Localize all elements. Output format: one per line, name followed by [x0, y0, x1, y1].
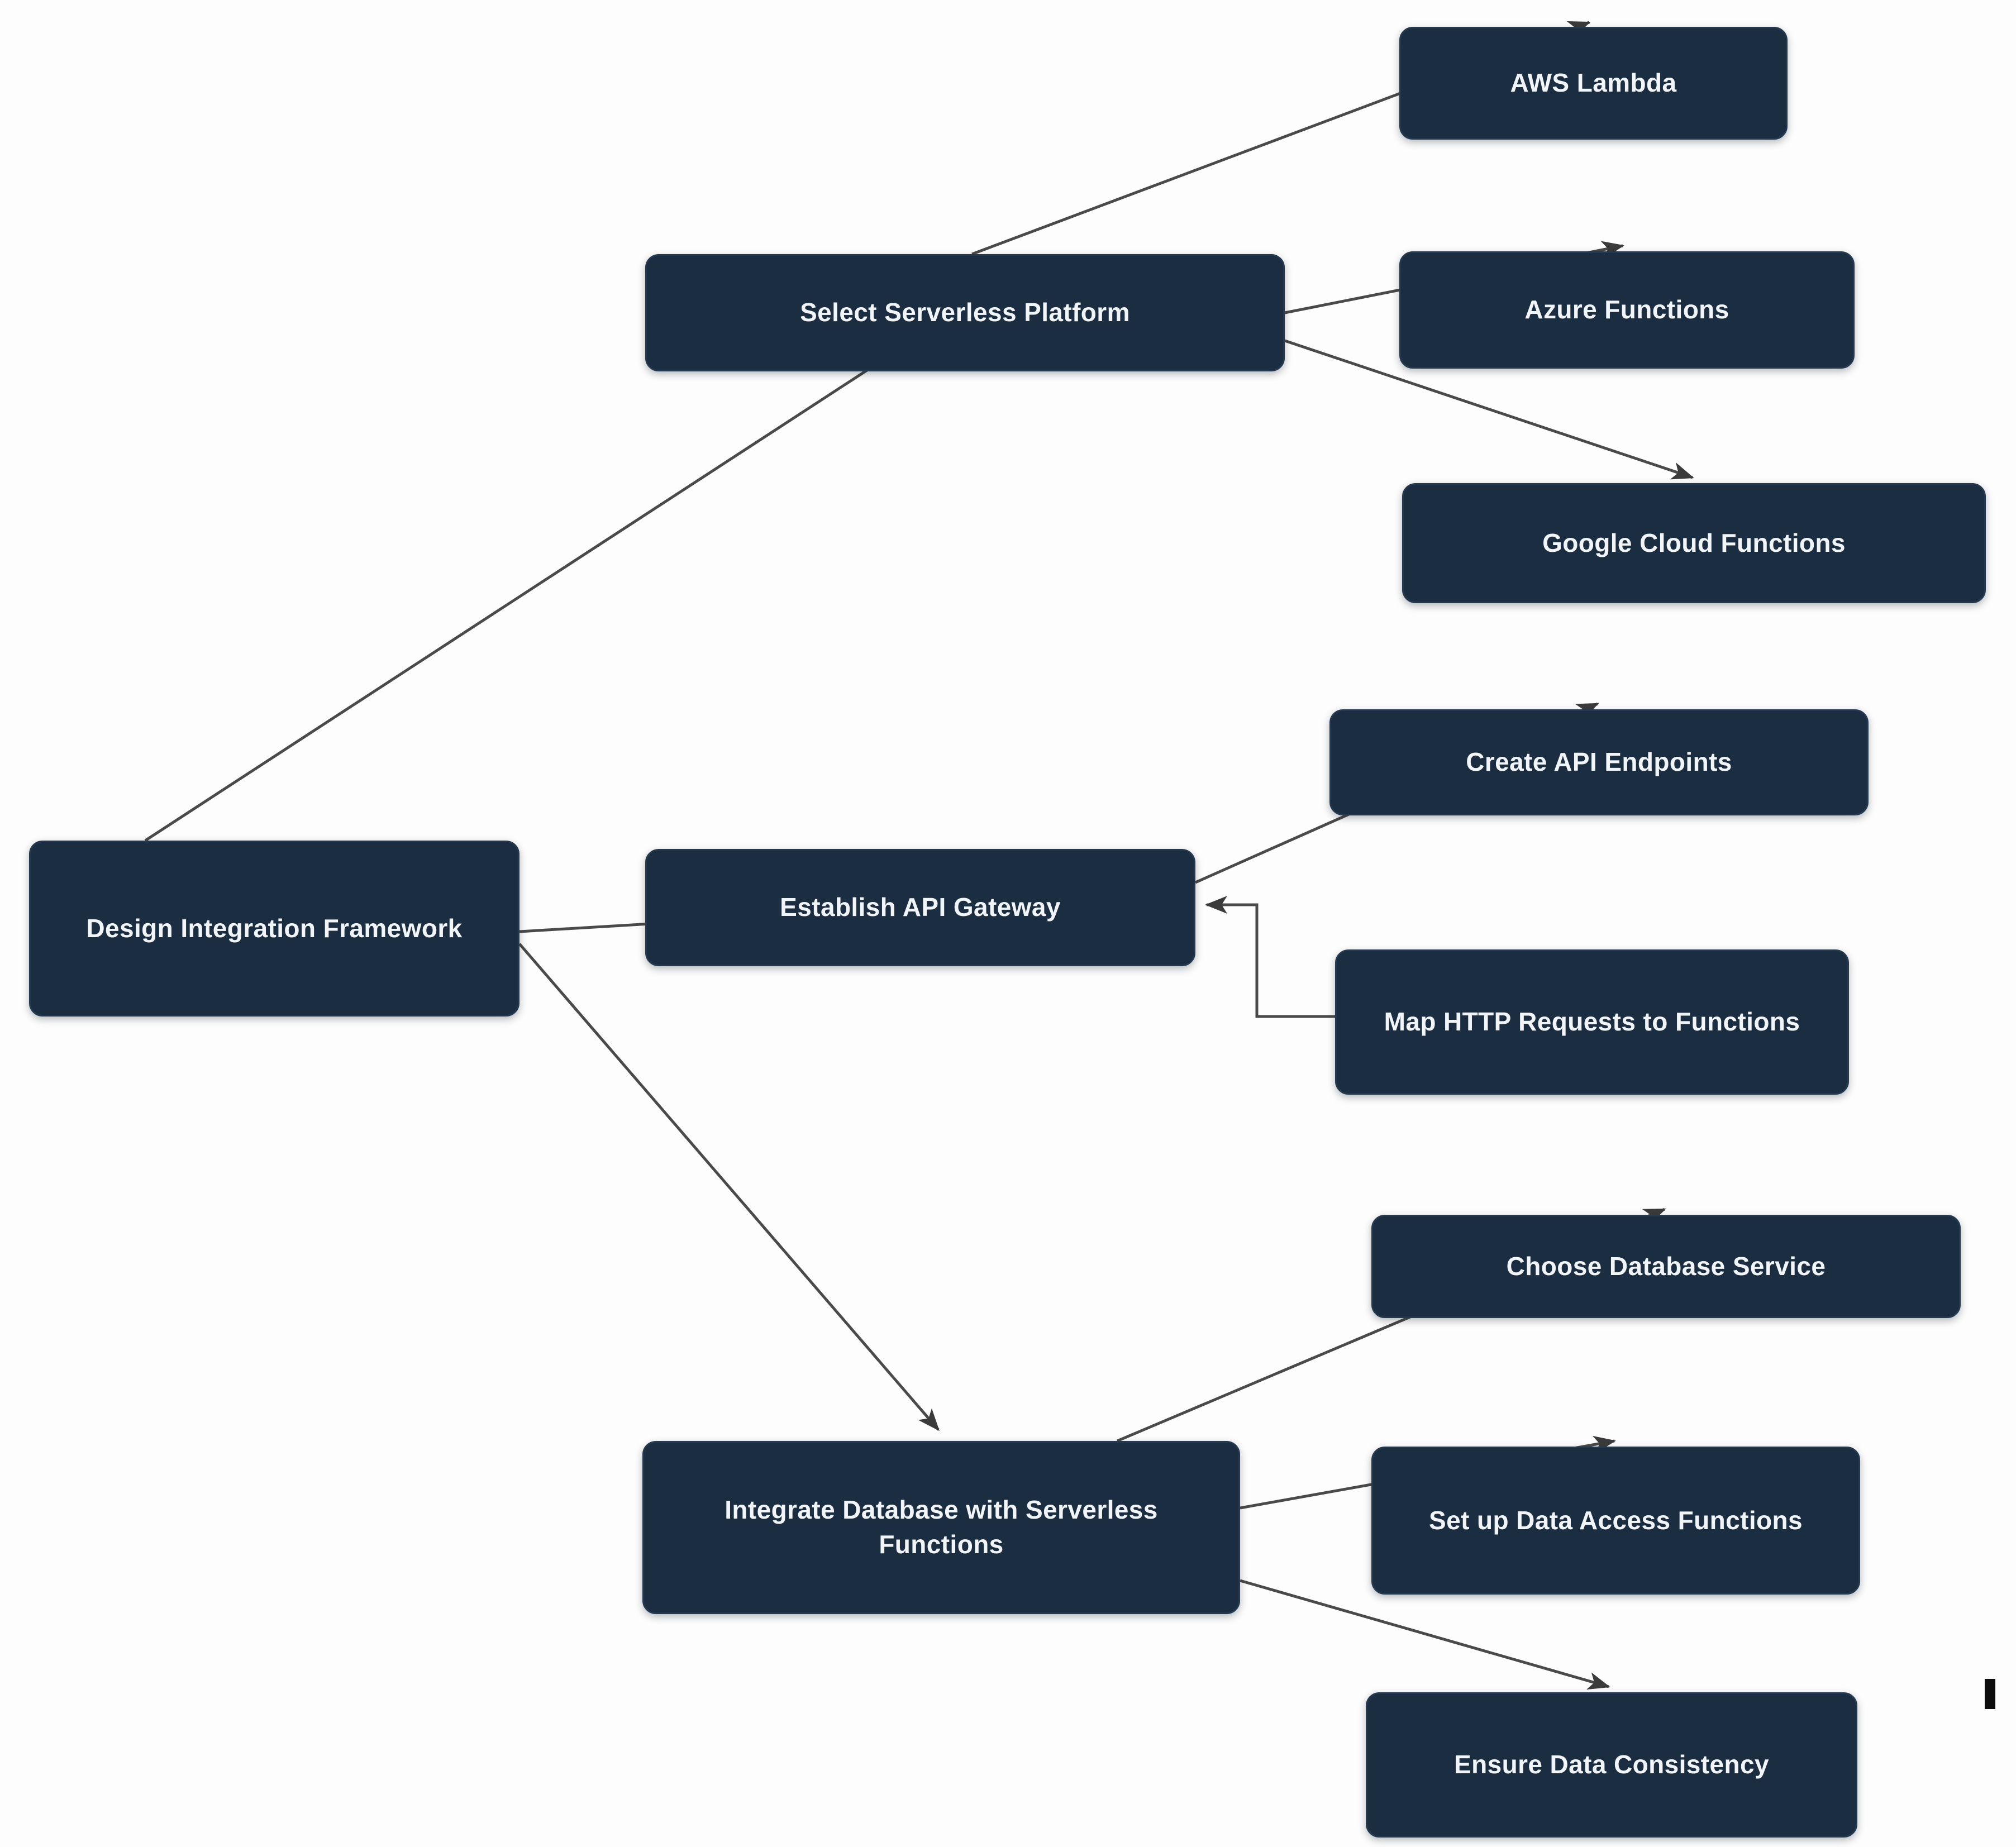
edge-clipping-artifact — [1985, 1679, 1995, 1709]
node-label: Ensure Data Consistency — [1454, 1750, 1769, 1779]
node-create-api-endpoints[interactable]: Create API Endpoints — [1329, 709, 1869, 815]
node-establish-api-gateway[interactable]: Establish API Gateway — [645, 849, 1195, 966]
node-label: Choose Database Service — [1506, 1251, 1826, 1281]
edge-map-http-to-api-gateway — [1205, 896, 1335, 1018]
node-label: Select Serverless Platform — [800, 298, 1130, 327]
node-design-integration-framework[interactable]: Design Integration Framework — [29, 841, 520, 1016]
edge-design-to-select — [144, 311, 957, 842]
node-label: Google Cloud Functions — [1542, 528, 1846, 557]
node-label: Azure Functions — [1524, 295, 1729, 324]
node-label: Integrate Database with Serverless Funct… — [725, 1495, 1158, 1559]
node-label: Establish API Gateway — [780, 893, 1061, 922]
edge-integrate-db-to-ensure-consistency — [1240, 1579, 1610, 1690]
node-aws-lambda[interactable]: AWS Lambda — [1399, 27, 1788, 140]
node-select-serverless-platform[interactable]: Select Serverless Platform — [645, 254, 1285, 371]
node-label: Create API Endpoints — [1466, 747, 1732, 777]
node-label: Map HTTP Requests to Functions — [1384, 1007, 1800, 1037]
node-label: AWS Lambda — [1510, 68, 1677, 98]
edge-design-to-integrate-db — [518, 943, 940, 1431]
node-ensure-data-consistency[interactable]: Ensure Data Consistency — [1366, 1692, 1857, 1838]
node-map-http-requests-to-functions[interactable]: Map HTTP Requests to Functions — [1335, 949, 1849, 1095]
node-label: Design Integration Framework — [86, 913, 463, 943]
node-google-cloud-functions[interactable]: Google Cloud Functions — [1402, 483, 1986, 603]
node-azure-functions[interactable]: Azure Functions — [1399, 251, 1855, 369]
node-label: Set up Data Access Functions — [1429, 1505, 1803, 1535]
node-choose-database-service[interactable]: Choose Database Service — [1371, 1215, 1961, 1318]
node-integrate-database-with-serverless-functions[interactable]: Integrate Database with Serverless Funct… — [642, 1441, 1240, 1614]
node-set-up-data-access-functions[interactable]: Set up Data Access Functions — [1371, 1447, 1860, 1595]
